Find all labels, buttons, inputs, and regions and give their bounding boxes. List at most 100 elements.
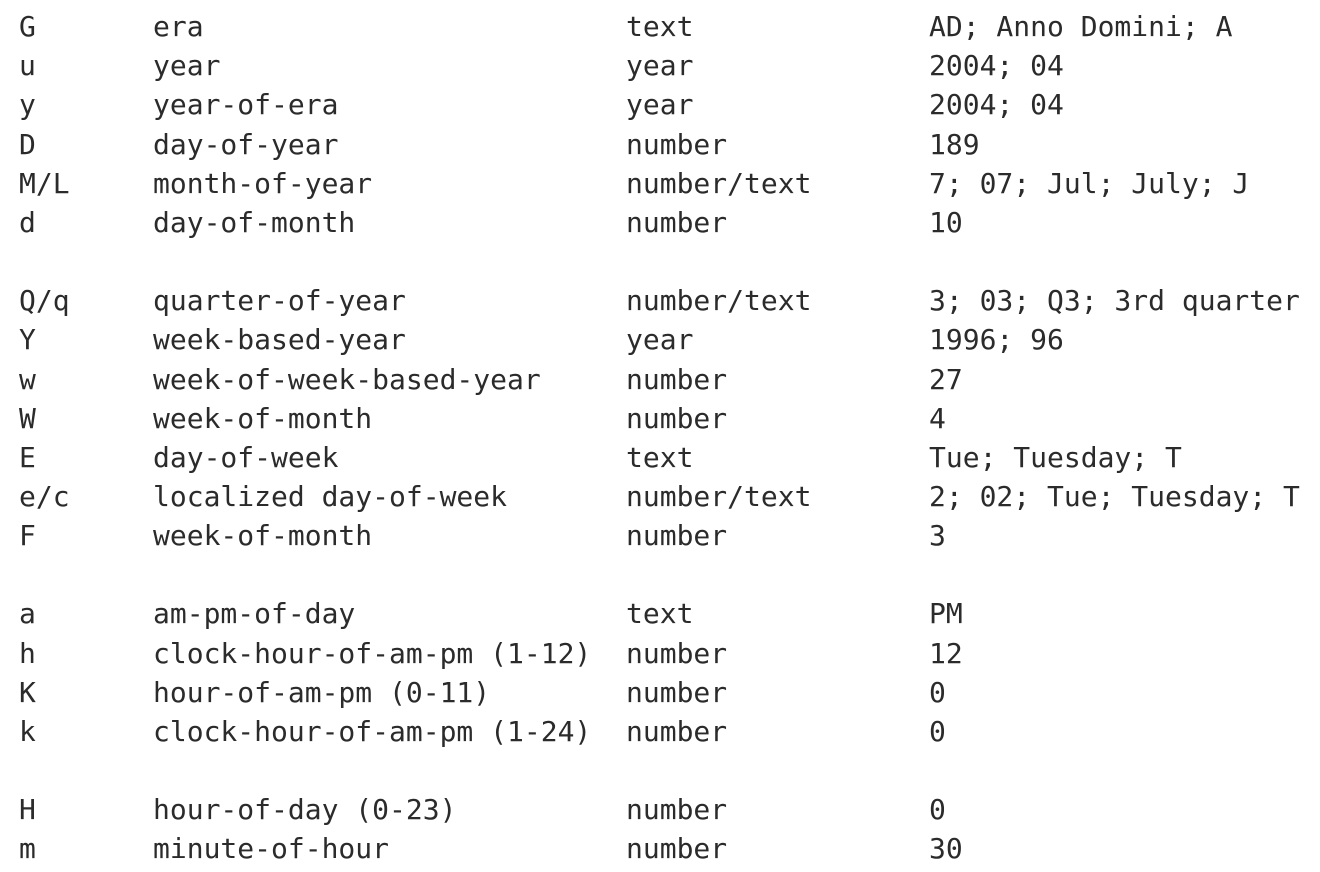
table-row: Y week-based-year year 1996; 96 bbox=[0, 320, 1320, 359]
field-examples: PM bbox=[929, 597, 963, 631]
symbol-group-time: H hour-of-day (0-23) number 0 m minute-o… bbox=[0, 790, 1320, 868]
table-row: e/c localized day-of-week number/text 2;… bbox=[0, 477, 1320, 516]
pattern-symbol: y bbox=[19, 88, 36, 122]
field-meaning: minute-of-hour bbox=[153, 832, 390, 866]
field-presentation: year bbox=[626, 49, 694, 83]
field-presentation: number bbox=[626, 401, 728, 435]
field-presentation: number bbox=[626, 793, 728, 827]
field-meaning: week-of-month bbox=[153, 519, 373, 553]
table-row: d day-of-month number 10 bbox=[0, 203, 1320, 242]
field-presentation: number bbox=[626, 675, 728, 709]
symbol-group-date: G era text AD; Anno Domini; A u year yea… bbox=[0, 7, 1320, 242]
pattern-symbol: M/L bbox=[19, 166, 70, 200]
field-examples: 7; 07; Jul; July; J bbox=[929, 166, 1250, 200]
field-examples: 27 bbox=[929, 362, 963, 396]
field-examples: 2004; 04 bbox=[929, 49, 1064, 83]
field-presentation: number/text bbox=[626, 480, 812, 514]
field-examples: 0 bbox=[929, 715, 946, 748]
field-examples: 2; 02; Tue; Tuesday; T bbox=[929, 480, 1300, 514]
field-presentation: year bbox=[626, 323, 694, 357]
field-presentation: number/text bbox=[626, 166, 812, 200]
table-row: W week-of-month number 4 bbox=[0, 399, 1320, 438]
field-meaning: clock-hour-of-am-pm (1-24) bbox=[153, 715, 592, 748]
field-meaning: week-of-month bbox=[153, 401, 373, 435]
field-presentation: number bbox=[626, 636, 728, 670]
table-row: w week-of-week-based-year number 27 bbox=[0, 360, 1320, 399]
symbol-group-week: Q/q quarter-of-year number/text 3; 03; Q… bbox=[0, 281, 1320, 555]
field-examples: 3; 03; Q3; 3rd quarter bbox=[929, 284, 1300, 318]
field-meaning: hour-of-day (0-23) bbox=[153, 793, 457, 827]
field-presentation: number bbox=[626, 715, 728, 748]
field-meaning: hour-of-am-pm (0-11) bbox=[153, 675, 491, 709]
pattern-symbol: a bbox=[19, 597, 36, 631]
field-presentation: number bbox=[626, 832, 728, 866]
field-presentation: number bbox=[626, 519, 728, 553]
table-row: D day-of-year number 189 bbox=[0, 125, 1320, 164]
field-examples: 4 bbox=[929, 401, 946, 435]
field-presentation: year bbox=[626, 88, 694, 122]
pattern-symbol-table: G era text AD; Anno Domini; A u year yea… bbox=[0, 7, 1320, 869]
field-examples: 0 bbox=[929, 793, 946, 827]
pattern-symbol: E bbox=[19, 440, 36, 474]
pattern-symbol: m bbox=[19, 832, 36, 866]
field-meaning: era bbox=[153, 10, 204, 43]
table-row: M/L month-of-year number/text 7; 07; Jul… bbox=[0, 164, 1320, 203]
field-examples: Tue; Tuesday; T bbox=[929, 440, 1182, 474]
symbol-group-am-pm: a am-pm-of-day text PM h clock-hour-of-a… bbox=[0, 594, 1320, 751]
pattern-symbol: Y bbox=[19, 323, 36, 357]
field-presentation: number/text bbox=[626, 284, 812, 318]
field-examples: 0 bbox=[929, 675, 946, 709]
field-examples: AD; Anno Domini; A bbox=[929, 10, 1233, 43]
table-row: E day-of-week text Tue; Tuesday; T bbox=[0, 438, 1320, 477]
field-meaning: year bbox=[153, 49, 221, 83]
field-meaning: day-of-month bbox=[153, 205, 356, 239]
pattern-symbol: w bbox=[19, 362, 36, 396]
pattern-symbol: k bbox=[19, 715, 36, 748]
field-examples: 189 bbox=[929, 127, 980, 161]
field-presentation: text bbox=[626, 10, 694, 43]
field-meaning: am-pm-of-day bbox=[153, 597, 356, 631]
field-examples: 3 bbox=[929, 519, 946, 553]
field-presentation: text bbox=[626, 597, 694, 631]
field-examples: 12 bbox=[929, 636, 963, 670]
table-row: y year-of-era year 2004; 04 bbox=[0, 85, 1320, 124]
field-meaning: year-of-era bbox=[153, 88, 339, 122]
field-meaning: day-of-week bbox=[153, 440, 339, 474]
field-meaning: day-of-year bbox=[153, 127, 339, 161]
pattern-symbol: h bbox=[19, 636, 36, 670]
pattern-symbol: G bbox=[19, 10, 36, 43]
table-row: k clock-hour-of-am-pm (1-24) number 0 bbox=[0, 712, 1320, 751]
field-presentation: number bbox=[626, 205, 728, 239]
table-row: h clock-hour-of-am-pm (1-12) number 12 bbox=[0, 634, 1320, 673]
field-presentation: number bbox=[626, 362, 728, 396]
field-presentation: number bbox=[626, 127, 728, 161]
field-examples: 10 bbox=[929, 205, 963, 239]
table-row: G era text AD; Anno Domini; A bbox=[0, 7, 1320, 46]
pattern-symbol: Q/q bbox=[19, 284, 70, 318]
pattern-symbol: H bbox=[19, 793, 36, 827]
table-row: K hour-of-am-pm (0-11) number 0 bbox=[0, 673, 1320, 712]
pattern-symbol: d bbox=[19, 205, 36, 239]
pattern-symbol: D bbox=[19, 127, 36, 161]
pattern-symbol: F bbox=[19, 519, 36, 553]
table-row: H hour-of-day (0-23) number 0 bbox=[0, 790, 1320, 829]
field-meaning: clock-hour-of-am-pm (1-12) bbox=[153, 636, 592, 670]
table-row: m minute-of-hour number 30 bbox=[0, 829, 1320, 868]
field-meaning: localized day-of-week bbox=[153, 480, 508, 514]
field-meaning: week-based-year bbox=[153, 323, 406, 357]
field-examples: 2004; 04 bbox=[929, 88, 1064, 122]
pattern-symbol: W bbox=[19, 401, 36, 435]
table-row: u year year 2004; 04 bbox=[0, 46, 1320, 85]
field-examples: 1996; 96 bbox=[929, 323, 1064, 357]
table-row: Q/q quarter-of-year number/text 3; 03; Q… bbox=[0, 281, 1320, 320]
pattern-symbol: u bbox=[19, 49, 36, 83]
table-row: a am-pm-of-day text PM bbox=[0, 594, 1320, 633]
field-meaning: quarter-of-year bbox=[153, 284, 406, 318]
pattern-symbol: K bbox=[19, 675, 36, 709]
table-row: F week-of-month number 3 bbox=[0, 516, 1320, 555]
field-examples: 30 bbox=[929, 832, 963, 866]
field-meaning: month-of-year bbox=[153, 166, 373, 200]
field-meaning: week-of-week-based-year bbox=[153, 362, 541, 396]
pattern-symbol: e/c bbox=[19, 480, 70, 514]
field-presentation: text bbox=[626, 440, 694, 474]
